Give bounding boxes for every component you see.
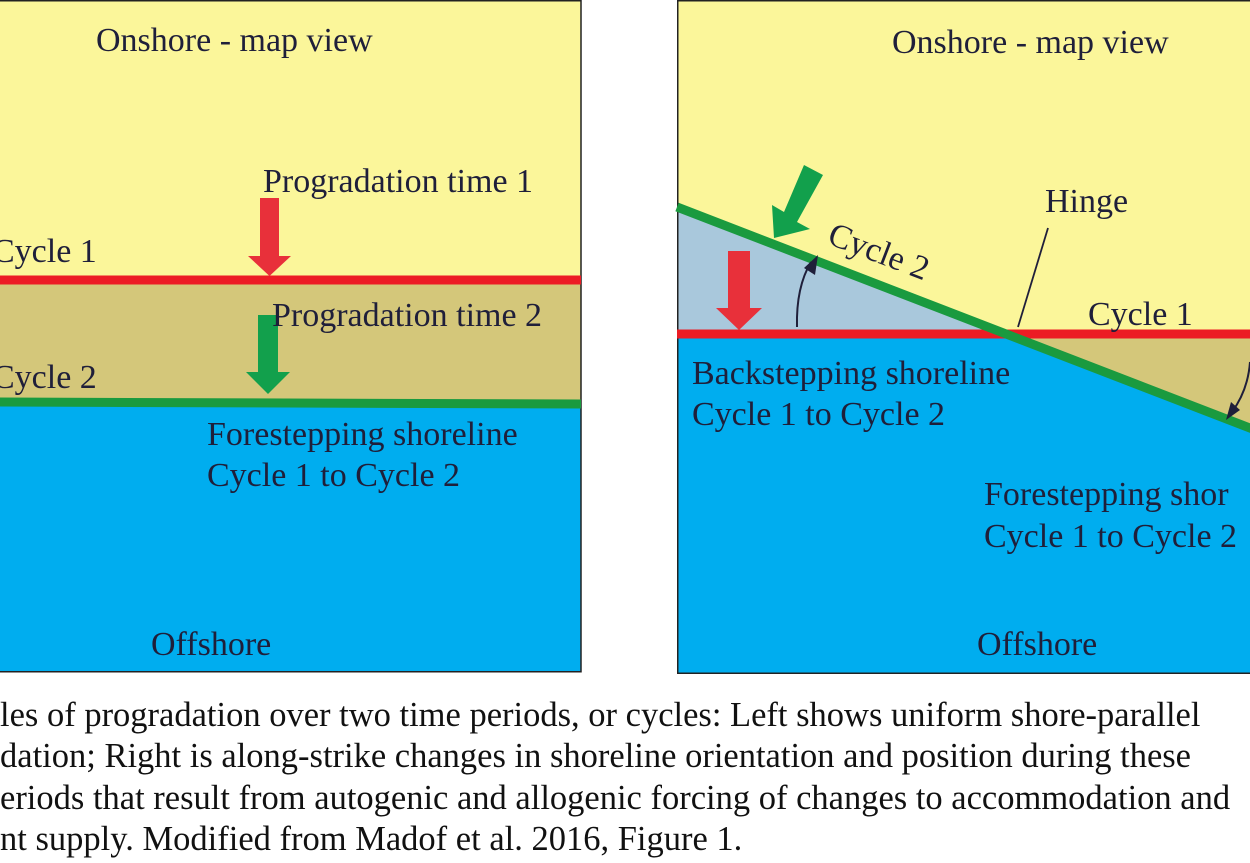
caption-line-1: les of progradation over two time period…: [0, 696, 1201, 734]
right-backstepping-label-line1: Backstepping shoreline: [692, 355, 1010, 392]
left-cycle2-shoreline: [0, 397, 582, 409]
left-progradation-time1-label: Progradation time 1: [263, 163, 533, 200]
hinge-pointer: [1017, 227, 1049, 328]
left-onshore-area: [0, 0, 581, 282]
right-panel: Onshore - map view Hinge Cycle 2 Cycle 1…: [675, 0, 1250, 674]
left-forestepping-label-line2: Cycle 1 to Cycle 2: [207, 457, 460, 494]
right-onshore-label: Onshore - map view: [892, 24, 1169, 61]
backstep-angle-arrowhead: [804, 255, 818, 275]
right-offshore-area: [677, 337, 1250, 674]
left-panel-border: [0, 0, 582, 673]
left-progradation-time2-label: Progradation time 2: [272, 297, 542, 334]
caption-line-3: eriods that result from autogenic and al…: [0, 779, 1231, 817]
left-cycle2-label: Cycle 2: [0, 359, 97, 396]
right-offshore-label: Offshore: [977, 626, 1097, 663]
left-onshore-label: Onshore - map view: [96, 22, 373, 59]
shoreline-diagram: Onshore - map view Progradation time 1 C…: [0, 0, 1250, 674]
hinge-label: Hinge: [1045, 183, 1128, 220]
left-red-arrow: [248, 198, 291, 276]
right-green-arrow: [772, 165, 823, 238]
right-red-arrow: [716, 251, 762, 330]
left-panel: Onshore - map view Progradation time 1 C…: [0, 0, 582, 673]
caption-line-4: nt supply. Modified from Madof et al. 20…: [0, 820, 743, 858]
caption-line-2: dation; Right is along-strike changes in…: [0, 737, 1191, 775]
right-forestepping-label-line1: Forestepping shor: [984, 476, 1229, 513]
left-offshore-area: [0, 402, 581, 672]
left-progradation-band: [0, 282, 581, 402]
right-cycle1-label: Cycle 1: [1088, 296, 1193, 333]
right-forestepping-label-line2: Cycle 1 to Cycle 2: [984, 518, 1237, 555]
left-forestepping-label-line1: Forestepping shoreline: [207, 416, 518, 453]
right-cycle2-shoreline: [675, 202, 1250, 433]
left-offshore-label: Offshore: [151, 626, 271, 663]
left-green-arrow: [246, 315, 290, 394]
forestep-angle-arrowhead: [1226, 402, 1240, 420]
right-backstepping-label-line2: Cycle 1 to Cycle 2: [692, 396, 945, 433]
left-cycle1-label: Cycle 1: [0, 233, 97, 270]
